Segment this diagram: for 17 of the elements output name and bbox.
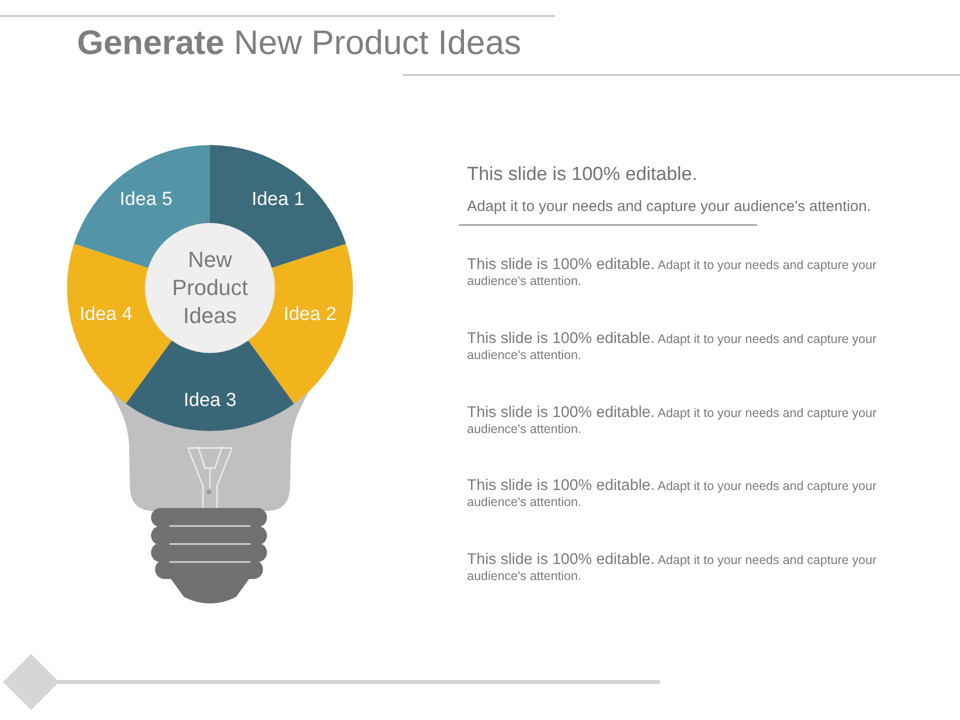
body-text: This slide is 100% editable. Adapt it to your needs and capture your audience's attention. xyxy=(467,478,878,510)
subheading: This slide is 100% editable. xyxy=(467,163,698,187)
body-text: This slide is 100% editable. Adapt it to your needs and capture your audience's attention. xyxy=(467,331,878,363)
body-text: This slide is 100% editable. Adapt it to your needs and capture your audience's attention. xyxy=(467,405,878,437)
ring-segment xyxy=(67,243,173,404)
segment-label: Idea 2 xyxy=(284,304,336,326)
center-label: New Product Ideas xyxy=(171,246,249,330)
segment-label: Idea 3 xyxy=(184,390,236,412)
segment-label: Idea 5 xyxy=(120,189,172,211)
segment-label: Idea 1 xyxy=(252,189,304,211)
tagline-text: Adapt it to your needs and capture your audience's attention. xyxy=(467,197,871,217)
body-text: This slide is 100% editable. Adapt it to your needs and capture your audience's attention. xyxy=(467,257,878,289)
body-text: This slide is 100% editable. Adapt it to your needs and capture your audience's attention. xyxy=(467,552,878,584)
ring-segment xyxy=(125,339,295,431)
ring-segment xyxy=(247,243,353,404)
segment-label: Idea 4 xyxy=(80,304,132,326)
slide-title: Generate New Product Ideas xyxy=(77,23,522,63)
